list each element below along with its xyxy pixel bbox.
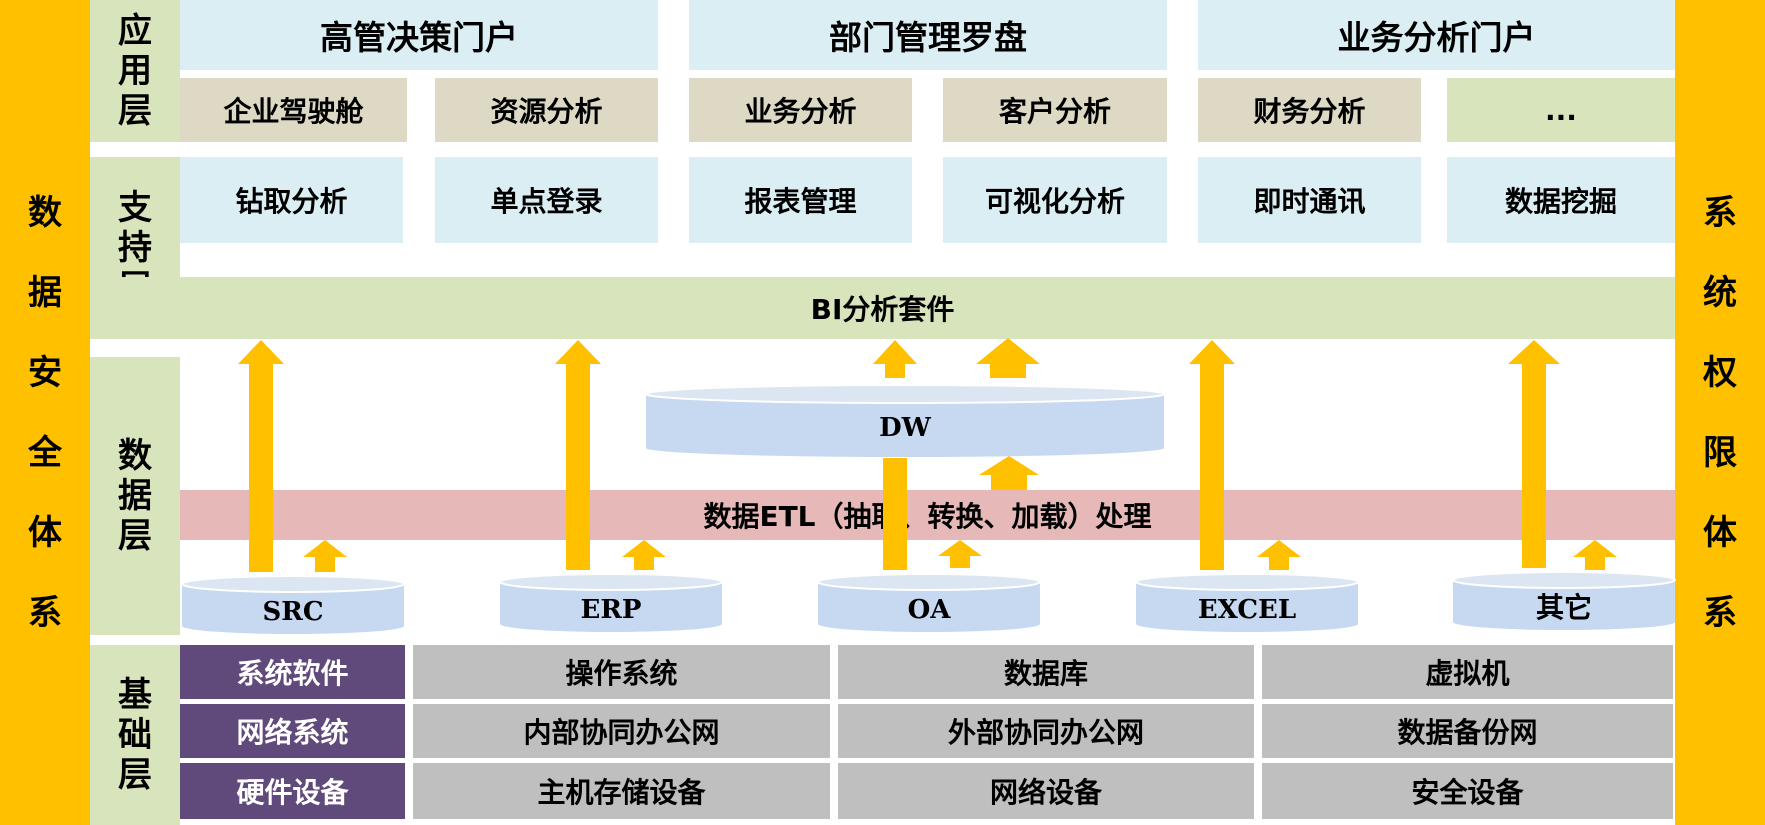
source-label: 其它 — [1535, 591, 1592, 624]
support-item: 报表管理 — [689, 157, 912, 243]
base-item: 内部协同办公网 — [413, 704, 830, 758]
support-item: 可视化分析 — [943, 157, 1167, 243]
right-char: 统 — [1703, 272, 1737, 313]
portal-executive: 高管决策门户 — [180, 0, 658, 70]
other-cylinder — [1452, 571, 1676, 630]
arrow-up-icon — [979, 456, 1039, 490]
app-item-more: ... — [1447, 78, 1675, 142]
base-item: 数据备份网 — [1262, 704, 1673, 758]
source-label: SRC — [262, 597, 324, 627]
arrow-up-icon — [1257, 540, 1301, 570]
arrow-up-icon — [938, 540, 982, 568]
right-char: 体 — [1703, 512, 1737, 553]
base-item: 虚拟机 — [1262, 645, 1673, 699]
arrow-up-icon — [303, 540, 347, 572]
arrow-up-icon — [1508, 340, 1560, 568]
src-cylinder — [181, 575, 405, 634]
arrow-up-icon — [1573, 540, 1617, 570]
right-char: 权 — [1703, 352, 1737, 393]
right-char: 系 — [1703, 192, 1737, 233]
right-char: 系 — [1703, 592, 1737, 633]
base-item: 外部协同办公网 — [838, 704, 1254, 758]
base-category: 系统软件 — [180, 645, 405, 699]
excel-cylinder — [1135, 573, 1359, 632]
layer-label-base: 基础层 — [90, 645, 180, 825]
erp-cylinder — [499, 573, 723, 632]
base-item: 网络设备 — [838, 763, 1254, 819]
app-item: 财务分析 — [1198, 78, 1421, 142]
layer-label-application: 应用层 — [90, 0, 180, 142]
base-item: 安全设备 — [1262, 763, 1673, 819]
support-item: 即时通讯 — [1198, 157, 1421, 243]
arrow-up-icon — [1189, 340, 1235, 570]
base-item: 主机存储设备 — [413, 763, 830, 819]
layer-label-data: 数据层 — [90, 357, 180, 635]
dw-label: DW — [879, 413, 931, 443]
left-char: 安 — [28, 352, 62, 393]
dw-cylinder — [645, 384, 1165, 457]
arrow-up-icon — [555, 340, 601, 570]
left-char: 体 — [28, 512, 62, 553]
right-char: 限 — [1703, 432, 1737, 473]
data-security-system: 数 据 安 全 体 系 — [0, 0, 90, 825]
portal-business: 业务分析门户 — [1198, 0, 1675, 70]
base-category: 网络系统 — [180, 704, 405, 758]
etl-bar: 数据ETL（抽取、转换、加载）处理 — [180, 490, 1675, 540]
app-item: 资源分析 — [435, 78, 658, 142]
app-item: 业务分析 — [689, 78, 912, 142]
left-char: 全 — [28, 432, 62, 473]
left-char: 据 — [28, 272, 62, 313]
app-item: 客户分析 — [943, 78, 1167, 142]
oa-cylinder — [817, 573, 1041, 632]
app-item: 企业驾驶舱 — [180, 78, 407, 142]
left-char: 数 — [28, 192, 62, 233]
base-item: 数据库 — [838, 645, 1254, 699]
source-label: OA — [907, 595, 951, 625]
support-item: 钻取分析 — [180, 157, 403, 243]
portal-department: 部门管理罗盘 — [689, 0, 1167, 70]
arrow-up-icon — [976, 338, 1040, 378]
base-item: 操作系统 — [413, 645, 830, 699]
base-category: 硬件设备 — [180, 763, 405, 819]
support-item: 单点登录 — [435, 157, 658, 243]
arrow-up-icon — [238, 340, 284, 572]
source-label: EXCEL — [1197, 595, 1297, 625]
arrow-up-icon — [873, 340, 917, 378]
left-char: 系 — [28, 592, 62, 633]
arrow-up-icon — [622, 540, 666, 570]
system-permission-system: 系 统 权 限 体 系 — [1675, 0, 1765, 825]
bi-suite-bar: BI分析套件 — [90, 277, 1675, 339]
arrow-shaft — [883, 458, 907, 570]
source-label: ERP — [580, 595, 642, 625]
support-item: 数据挖掘 — [1447, 157, 1675, 243]
